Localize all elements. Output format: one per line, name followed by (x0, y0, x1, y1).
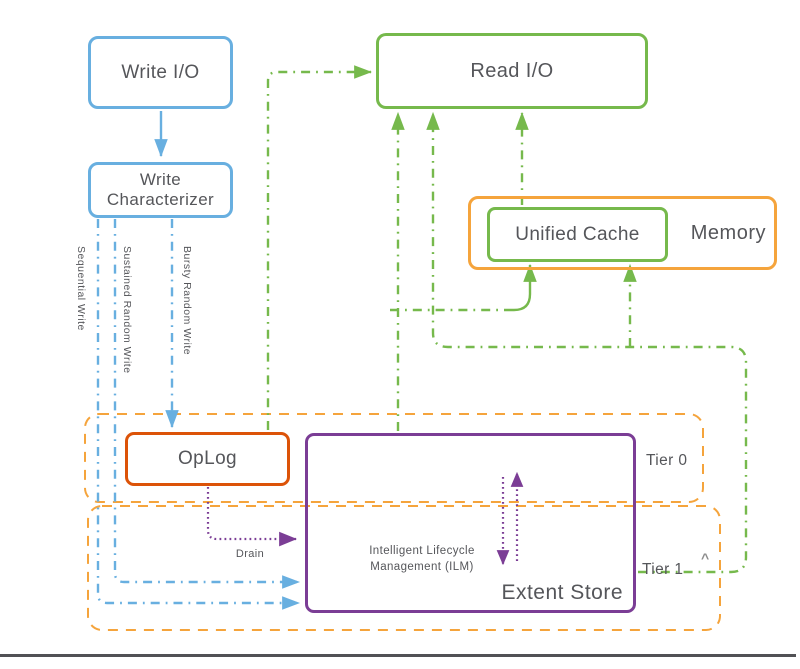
ilm-line2: Management (ILM) (370, 560, 474, 573)
extent-store-label: Extent Store (501, 581, 623, 604)
edge-oplog-to-readio (266, 65, 373, 430)
edge-sustained-random-write (113, 219, 301, 589)
node-memory: Memory (468, 196, 777, 270)
edge-sequential-write (96, 219, 301, 610)
node-write-characterizer: Write Characterizer (88, 162, 233, 218)
ilm-label: Intelligent Lifecycle Management (ILM) (346, 544, 498, 575)
tier0-region (84, 413, 704, 503)
edge-extentstore-tier1-to-readio (426, 111, 748, 574)
edge-extentstore-to-unifiedcache-b (504, 263, 537, 312)
memory-label: Memory (690, 221, 766, 244)
tier1-label: Tier 1 (642, 561, 684, 578)
node-unified-cache: Unified Cache (487, 207, 668, 262)
sequential-write-label: Sequential Write (75, 246, 87, 331)
tier1-region (87, 505, 721, 631)
oplog-label: OpLog (177, 448, 238, 469)
node-extent-store: Intelligent Lifecycle Management (ILM) E… (305, 433, 636, 613)
read-io-label: Read I/O (470, 59, 554, 82)
node-oplog: OpLog (125, 432, 290, 486)
write-characterizer-label: Write Characterizer (106, 169, 215, 209)
edge-oplog-drain (206, 487, 298, 547)
drain-label: Drain (235, 548, 265, 560)
bottom-divider (0, 654, 796, 657)
tier0-label: Tier 0 (646, 452, 688, 469)
unified-cache-label: Unified Cache (515, 223, 640, 245)
line-hop-mark: ^ (701, 550, 710, 566)
sustained-random-write-label: Sustained Random Write (121, 246, 133, 374)
write-io-label: Write I/O (121, 61, 200, 83)
ilm-line1: Intelligent Lifecycle (369, 545, 475, 557)
bursty-random-write-label: Bursty Random Write (181, 246, 193, 356)
node-write-io: Write I/O (88, 36, 233, 109)
node-read-io: Read I/O (376, 33, 648, 109)
